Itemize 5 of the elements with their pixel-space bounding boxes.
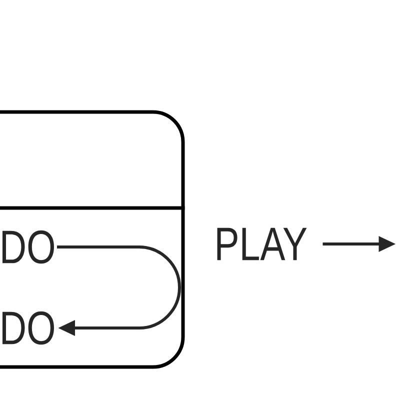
label-text: DO [2,230,54,264]
label-text: PLAY [217,228,307,260]
arrow [57,246,181,336]
label-text: DO [2,311,54,345]
rounded-box [0,110,185,369]
